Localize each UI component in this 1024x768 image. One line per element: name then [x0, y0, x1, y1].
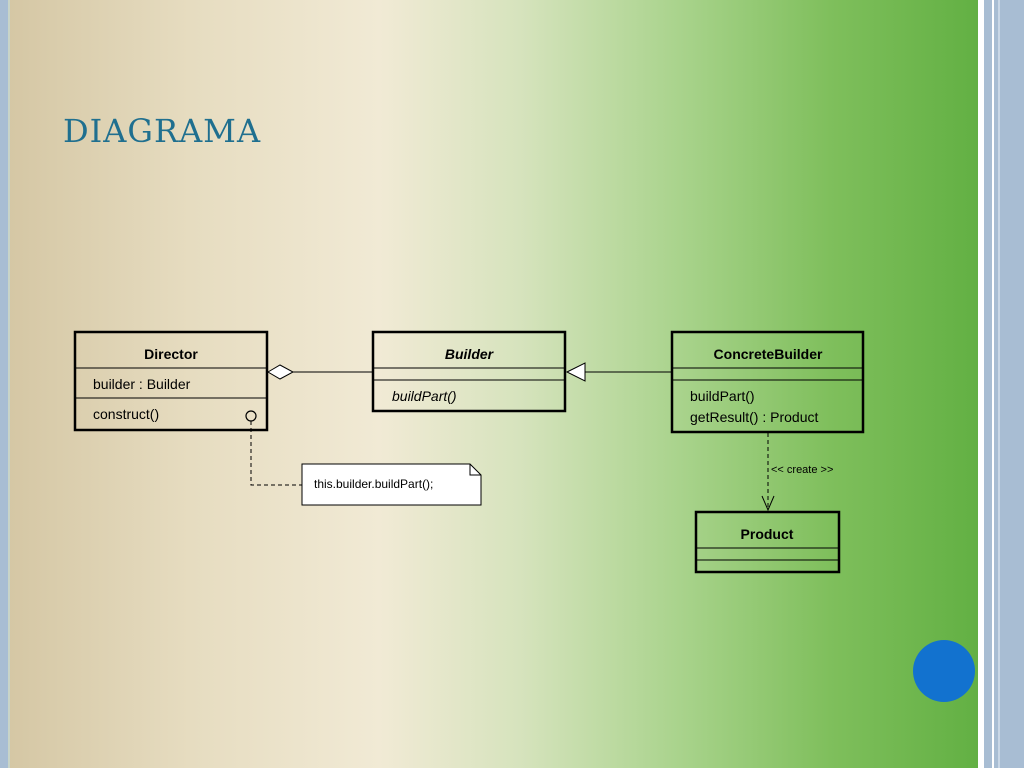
slide-bullet-circle [913, 640, 975, 702]
director-operation: construct() [93, 406, 159, 422]
left-border-stripe [0, 0, 8, 768]
create-stereotype-label: << create >> [771, 464, 833, 476]
generalization-triangle [565, 362, 586, 382]
director-name: Director [144, 346, 198, 362]
create-dependency: << create >> [761, 433, 833, 512]
director-attribute: builder : Builder [93, 376, 191, 392]
left-border-line [8, 0, 10, 768]
director-box [73, 330, 269, 432]
aggregation-diamond [267, 364, 295, 380]
generalization-relation [565, 362, 672, 382]
builder-class: Builder buildPart() [371, 330, 567, 413]
concrete-builder-name: ConcreteBuilder [714, 346, 823, 362]
concrete-builder-operation-2: getResult() : Product [690, 409, 818, 425]
concrete-builder-box [670, 330, 865, 434]
product-name: Product [741, 526, 794, 542]
builder-operation: buildPart() [392, 388, 457, 404]
note-anchor-circle [245, 410, 257, 422]
note: this.builder.buildPart(); [301, 463, 482, 506]
aggregation-relation [267, 364, 373, 380]
director-class: Director builder : Builder construct() [73, 330, 269, 432]
slide-title: DIAGRAMA [63, 112, 262, 150]
right-border-thin-line [992, 0, 994, 768]
right-border-white-line [978, 0, 984, 768]
builder-name: Builder [445, 346, 495, 362]
concrete-builder-class: ConcreteBuilder buildPart() getResult() … [670, 330, 865, 434]
note-box [301, 463, 482, 506]
right-border-stripe [984, 0, 992, 768]
create-dependency-arrowhead [761, 495, 775, 512]
note-text: this.builder.buildPart(); [314, 477, 433, 491]
product-class: Product [694, 510, 841, 574]
product-box [694, 510, 841, 574]
note-connector [250, 421, 302, 486]
concrete-builder-operation-1: buildPart() [690, 388, 755, 404]
right-border-inner-line [998, 0, 1000, 768]
note-fold [469, 464, 481, 476]
